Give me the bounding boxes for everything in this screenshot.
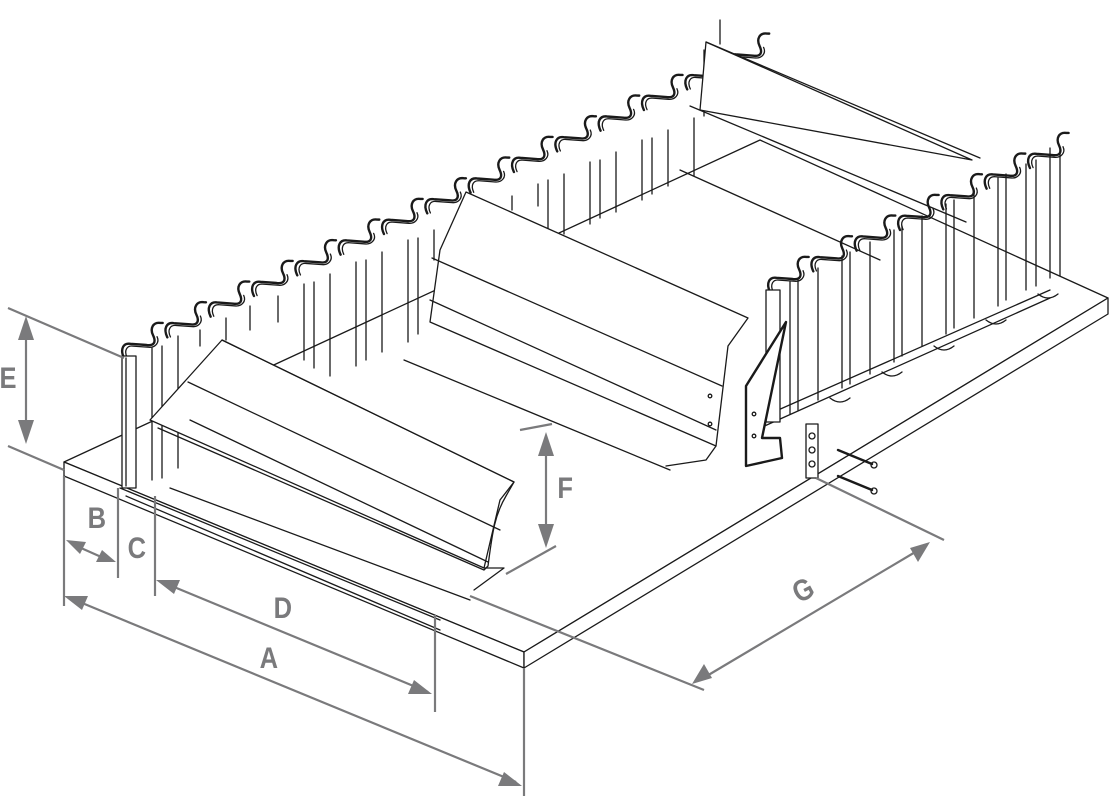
dimension-label-b: B <box>87 502 107 535</box>
dimension-label-c: C <box>127 532 147 565</box>
dimension-label-d: D <box>273 592 293 625</box>
dimension-label-a: A <box>259 642 279 675</box>
splice-plate <box>744 320 819 479</box>
corrugated-sidewall-left <box>115 19 778 489</box>
dimension-lines <box>7 306 945 796</box>
base-belt <box>63 139 1109 669</box>
dimension-label-e: E <box>0 362 17 395</box>
fastening-bolts <box>836 448 878 495</box>
dimension-label-f: F <box>557 472 573 505</box>
cleat <box>149 41 981 601</box>
